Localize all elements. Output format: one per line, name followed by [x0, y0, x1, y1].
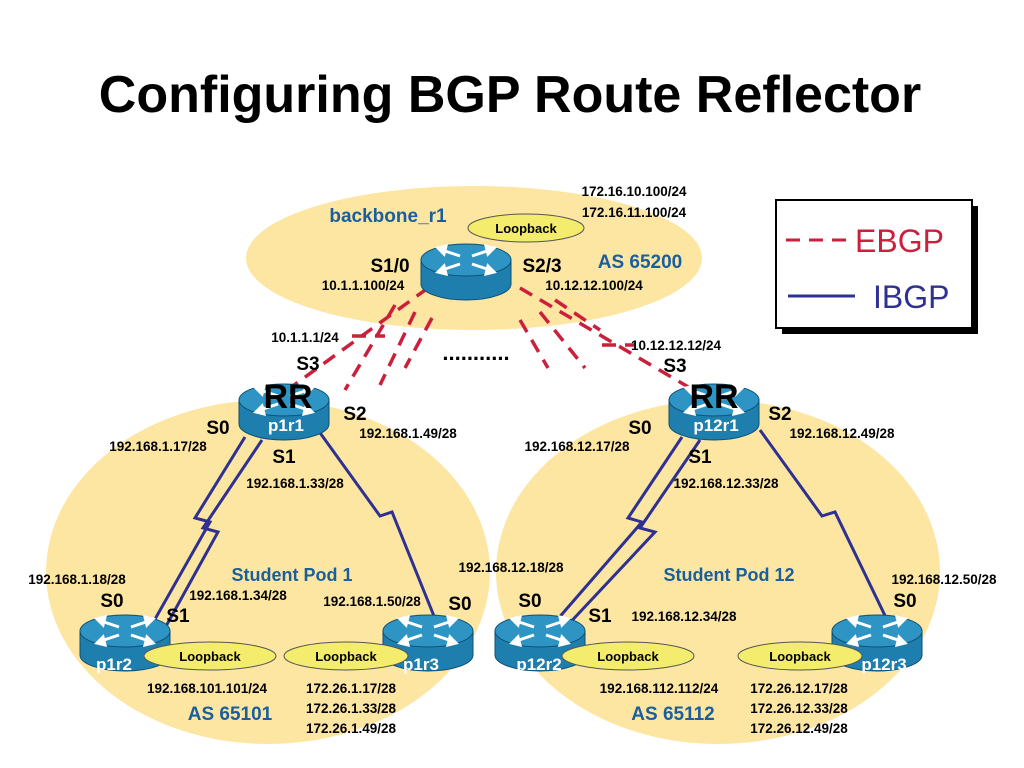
- p12r2-loopback-label: Loopback: [597, 649, 659, 664]
- p12r2-s1-ip: 192.168.12.34/28: [631, 609, 737, 624]
- p1r1-s1: S1: [272, 447, 296, 468]
- p1r3-name: p1r3: [403, 655, 439, 674]
- backbone-s23: S2/3: [522, 256, 561, 277]
- page-title: Configuring BGP Route Reflector: [99, 66, 921, 124]
- pod1-name: Student Pod 1: [232, 565, 353, 585]
- p12r2-name: p12r2: [516, 655, 561, 674]
- p1r1-s0-ip: 192.168.1.17/28: [109, 439, 207, 454]
- pod12-as: AS 65112: [631, 704, 714, 725]
- legend-ebgp-label: EBGP: [855, 223, 944, 259]
- p1r3-loopback-badge: [283, 641, 409, 671]
- p12r2-s0: S0: [518, 591, 541, 612]
- p1r1-s0: S0: [206, 418, 229, 439]
- p12r3-loopback-label: Loopback: [769, 649, 831, 664]
- p1r2-s0-ip: 192.168.1.18/28: [28, 572, 126, 587]
- link-ip-left: 10.1.1.1/24: [271, 330, 339, 345]
- pod12-name: Student Pod 12: [663, 565, 794, 585]
- p12r2-s0-ip: 192.168.12.18/28: [458, 560, 564, 575]
- ebgp-links: [288, 286, 691, 391]
- p1r2-loopback-ip: 192.168.101.101/24: [147, 681, 268, 696]
- p1r3-s0-ip: 192.168.1.50/28: [323, 594, 421, 609]
- backbone-s10-ip: 10.1.1.100/24: [322, 278, 405, 293]
- p12r1-s2: S2: [768, 404, 791, 425]
- p1r2-loopback-label: Loopback: [179, 649, 241, 664]
- backbone-as: AS 65200: [598, 252, 683, 273]
- pod1-as: AS 65101: [188, 704, 273, 725]
- p12r1-s2-ip: 192.168.12.49/28: [789, 426, 895, 441]
- link-ip-right: 10.12.12.12/24: [631, 338, 722, 353]
- backbone-name: backbone_r1: [329, 206, 447, 227]
- p1r3-loopback-label: Loopback: [315, 649, 377, 664]
- p1r2-s1: S1: [166, 606, 190, 627]
- p1r2-s0: S0: [100, 591, 123, 612]
- p1r3-loopback-ip-1: 172.26.1.17/28: [306, 681, 397, 696]
- backbone-loopback-ip-2: 172.16.11.100/24: [582, 205, 687, 220]
- p12r1-s0-ip: 192.168.12.17/28: [524, 439, 630, 454]
- p12r1-s1: S1: [688, 447, 712, 468]
- p1r1-s2-ip: 192.168.1.49/28: [359, 426, 457, 441]
- p1r2-loopback-badge: [143, 641, 277, 671]
- p1r1-name: p1r1: [268, 416, 304, 435]
- p12r3-s0-ip: 192.168.12.50/28: [891, 572, 997, 587]
- p12r1-s0: S0: [628, 418, 651, 439]
- ibgp-links-pod12: [548, 429, 892, 630]
- p1r2-name: p1r2: [96, 655, 132, 674]
- backbone-loopback-ip-1: 172.16.10.100/24: [581, 184, 687, 199]
- legend: EBGP IBGP: [775, 199, 978, 334]
- ibgp-links-pod1: [148, 429, 440, 629]
- p12r3-loopback-ip-3: 172.26.12.49/28: [750, 721, 848, 736]
- loopback-badge: [467, 213, 585, 243]
- ellipsis-dots: ...........: [442, 340, 509, 365]
- p1r1-s2: S2: [343, 404, 366, 425]
- p12r1-s3: S3: [663, 356, 686, 377]
- p12r3-loopback-badge: [737, 641, 863, 671]
- backbone-s10: S1/0: [370, 256, 409, 277]
- p12r3-loopback-ip-2: 172.26.12.33/28: [750, 701, 848, 716]
- p1r3-loopback-ip-3: 172.26.1.49/28: [306, 721, 397, 736]
- p12r3-name: p12r3: [861, 655, 906, 674]
- p12r2-loopback-badge: [561, 641, 695, 671]
- p1r3-loopback-ip-2: 172.26.1.33/28: [306, 701, 397, 716]
- p1r3-s0: S0: [448, 594, 471, 615]
- legend-ibgp-label: IBGP: [873, 279, 949, 315]
- p12r3-loopback-ip-1: 172.26.12.17/28: [750, 681, 848, 696]
- router-backbone_r1[interactable]: [419, 242, 513, 302]
- p12r2-s1: S1: [588, 606, 612, 627]
- p12r1-name: p12r1: [693, 416, 738, 435]
- p1r1-s1-ip: 192.168.1.33/28: [246, 476, 344, 491]
- p1r1-s3: S3: [296, 354, 319, 375]
- loopback-label: Loopback: [495, 221, 557, 236]
- p12r3-s0: S0: [893, 591, 916, 612]
- p12r1-s1-ip: 192.168.12.33/28: [673, 476, 779, 491]
- p1r1-rr-label: RR: [263, 378, 312, 416]
- backbone-s23-ip: 10.12.12.100/24: [545, 278, 643, 293]
- p12r2-loopback-ip: 192.168.112.112/24: [600, 681, 719, 696]
- p12r1-rr-label: RR: [689, 378, 738, 416]
- p1r2-s1-ip: 192.168.1.34/28: [189, 588, 287, 603]
